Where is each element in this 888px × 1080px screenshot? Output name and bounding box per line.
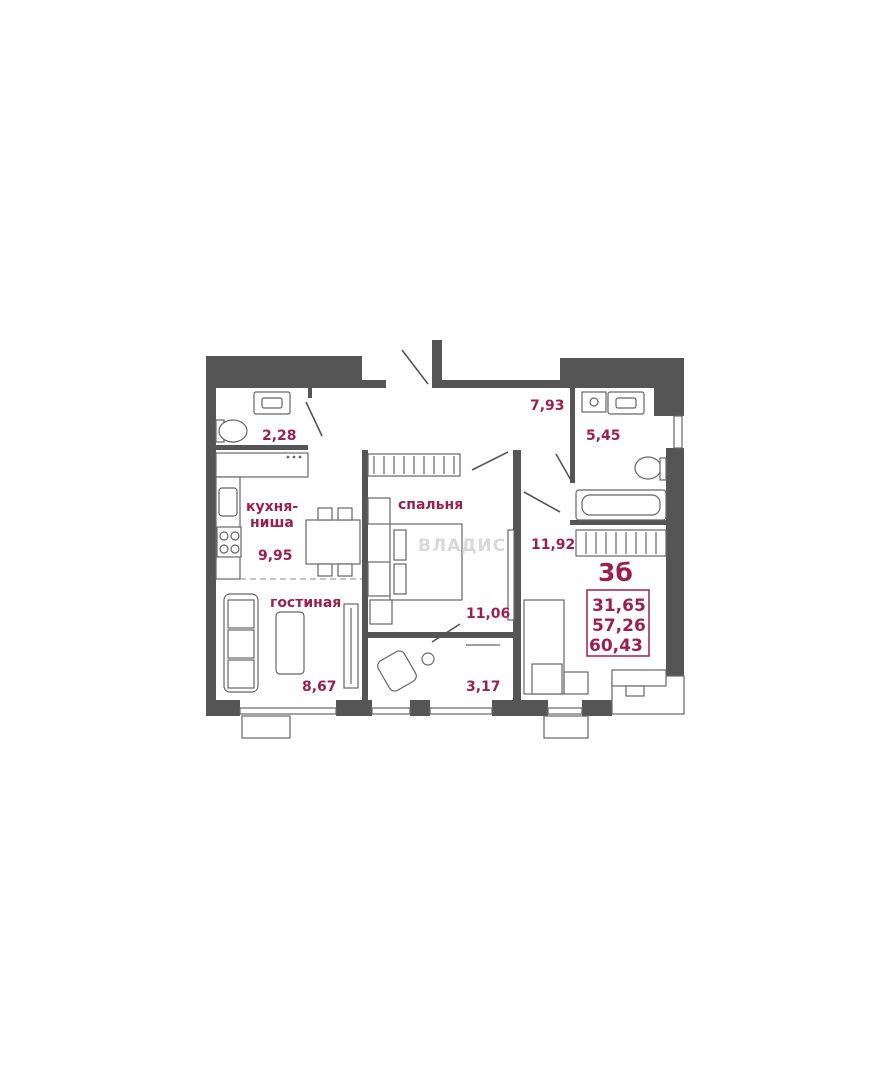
walls — [206, 340, 684, 716]
living-label: гостиная — [270, 595, 341, 611]
wardrobe-room — [377, 644, 500, 692]
living-area: 8,67 — [302, 679, 337, 695]
total-area: 60,43 — [589, 636, 643, 656]
watermark-text: ВЛАДИС — [418, 536, 506, 556]
bathroom-2 — [575, 391, 667, 521]
room3-area: 11,92 — [531, 537, 575, 553]
kitchen-label-line2: ниша — [250, 515, 294, 531]
living-area-total: 31,65 — [592, 596, 646, 616]
area-summary-box — [586, 589, 650, 657]
room-3 — [523, 529, 667, 697]
bathroom-1 — [215, 391, 291, 443]
kitchen-area: 9,95 — [258, 548, 293, 564]
bath2-area: 5,45 — [586, 428, 621, 444]
bedroom-area: 11,06 — [466, 606, 510, 622]
apartment-number: 3б — [598, 558, 633, 587]
hall-area: 7,93 — [530, 398, 565, 414]
bedroom-label: спальня — [398, 497, 463, 513]
bedroom — [367, 453, 515, 625]
bath1-area: 2,28 — [262, 428, 297, 444]
doors — [305, 349, 573, 643]
living-room — [223, 593, 359, 693]
kitchen — [215, 452, 362, 580]
kitchen-label-line1: кухня- — [246, 499, 298, 515]
wardrobe-area: 3,17 — [466, 679, 501, 695]
area-without-balcony: 57,26 — [592, 616, 646, 636]
